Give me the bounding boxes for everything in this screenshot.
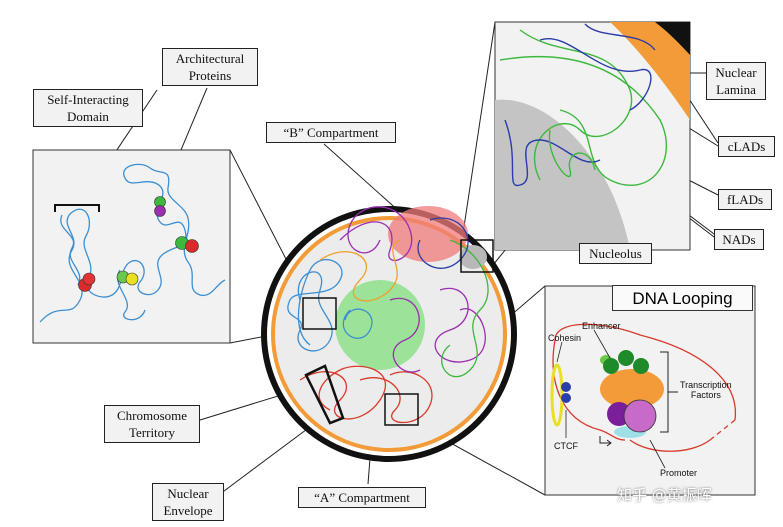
clads-label: cLADs <box>718 136 775 157</box>
ctcf-label: CTCF <box>554 441 578 451</box>
dna-looping-panel <box>544 285 756 496</box>
transcription-factors-line2: Factors <box>690 390 721 400</box>
transcription-factors-line1: Transcription <box>680 380 732 390</box>
chromosome-territory-line2: Territory <box>128 425 175 440</box>
promoter-label: Promoter <box>660 468 698 478</box>
lamina-zoom-box <box>460 239 494 273</box>
b-compartment-region <box>388 206 468 262</box>
architectural-proteins-line2: Proteins <box>188 68 232 83</box>
lamina-zoom-panel <box>494 21 691 251</box>
a-compartment-label: “A” Compartment <box>298 487 426 508</box>
chromosome-territory-line1: Chromosome <box>116 408 188 423</box>
nuclear-lamina-label: Nuclear Lamina <box>706 62 766 100</box>
chromosome-territory-outline <box>304 364 345 425</box>
flads-label: fLADs <box>718 189 772 210</box>
architectural-proteins-label: Architectural Proteins <box>162 48 258 86</box>
self-interacting-domain-label: Self-Interacting Domain <box>33 89 143 127</box>
chromosome-territory-label: Chromosome Territory <box>104 405 200 443</box>
b-compartment-label: “B” Compartment <box>266 122 396 143</box>
nuclear-lamina-line1: Nuclear <box>715 65 757 80</box>
nuclear-envelope-line1: Nuclear <box>167 486 209 501</box>
watermark: 知乎 @黄振晖 <box>617 486 712 504</box>
domain-bracket <box>54 204 100 212</box>
domain-panel-proteins <box>78 196 199 292</box>
self-interacting-domain-panel <box>32 149 231 344</box>
a-compartment-region <box>335 280 425 370</box>
domain-panel-chromatin <box>39 163 226 323</box>
nucleolus-label: Nucleolus <box>579 243 652 264</box>
dna-looping-title: DNA Looping <box>612 285 753 311</box>
nuclear-lamina-line2: Lamina <box>716 82 756 97</box>
architectural-proteins-line1: Architectural <box>175 51 245 66</box>
transcription-factors-label: Transcription Factors <box>680 380 732 400</box>
looping-zoom-box <box>384 393 419 426</box>
cohesin-label: Cohesin <box>548 333 582 343</box>
nads-label: NADs <box>714 229 764 250</box>
nuclear-envelope-line2: Envelope <box>163 503 213 518</box>
enhancer-label: Enhancer <box>582 321 621 331</box>
domain-zoom-box <box>302 297 337 330</box>
self-interacting-domain-line1: Self-Interacting <box>47 92 129 107</box>
self-interacting-domain-line2: Domain <box>67 109 109 124</box>
nucleus <box>261 206 517 462</box>
nuclear-envelope-label: Nuclear Envelope <box>152 483 224 521</box>
